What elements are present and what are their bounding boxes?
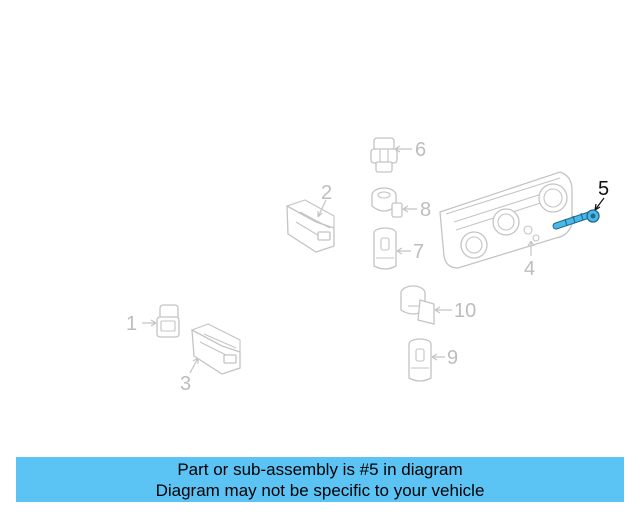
leader-2 (317, 199, 327, 218)
callout-10: 10 (454, 300, 476, 322)
callout-8: 8 (420, 199, 431, 221)
callout-1: 1 (126, 313, 137, 335)
part-9[interactable] (408, 338, 432, 382)
banner-line-1: Part or sub-assembly is #5 in diagram (177, 460, 463, 479)
callout-9: 9 (447, 347, 458, 369)
banner-line-2: Diagram may not be specific to your vehi… (155, 481, 485, 500)
part-1[interactable] (156, 304, 180, 338)
leader-4 (527, 240, 535, 256)
callout-3: 3 (180, 373, 191, 395)
part-5[interactable] (552, 209, 600, 230)
part-4[interactable] (439, 171, 573, 269)
leader-8 (402, 205, 417, 213)
leader-6 (394, 145, 412, 153)
part-7[interactable] (373, 227, 397, 270)
leader-7 (396, 247, 411, 255)
callout-6: 6 (415, 139, 426, 161)
info-banner: Part or sub-assembly is #5 in diagram Di… (16, 457, 624, 502)
callout-4: 4 (524, 258, 535, 280)
leader-10 (434, 306, 452, 314)
callout-5: 5 (598, 178, 609, 200)
part-2[interactable] (286, 199, 335, 253)
callout-7: 7 (413, 241, 424, 263)
part-10[interactable] (400, 285, 435, 325)
part-6[interactable] (370, 137, 398, 173)
leader-1 (142, 319, 157, 327)
part-8[interactable] (371, 187, 403, 218)
part-3[interactable] (191, 323, 241, 375)
leader-5 (594, 197, 605, 211)
leader-3 (189, 357, 199, 374)
callout-2: 2 (321, 182, 332, 204)
leader-9 (431, 353, 445, 361)
